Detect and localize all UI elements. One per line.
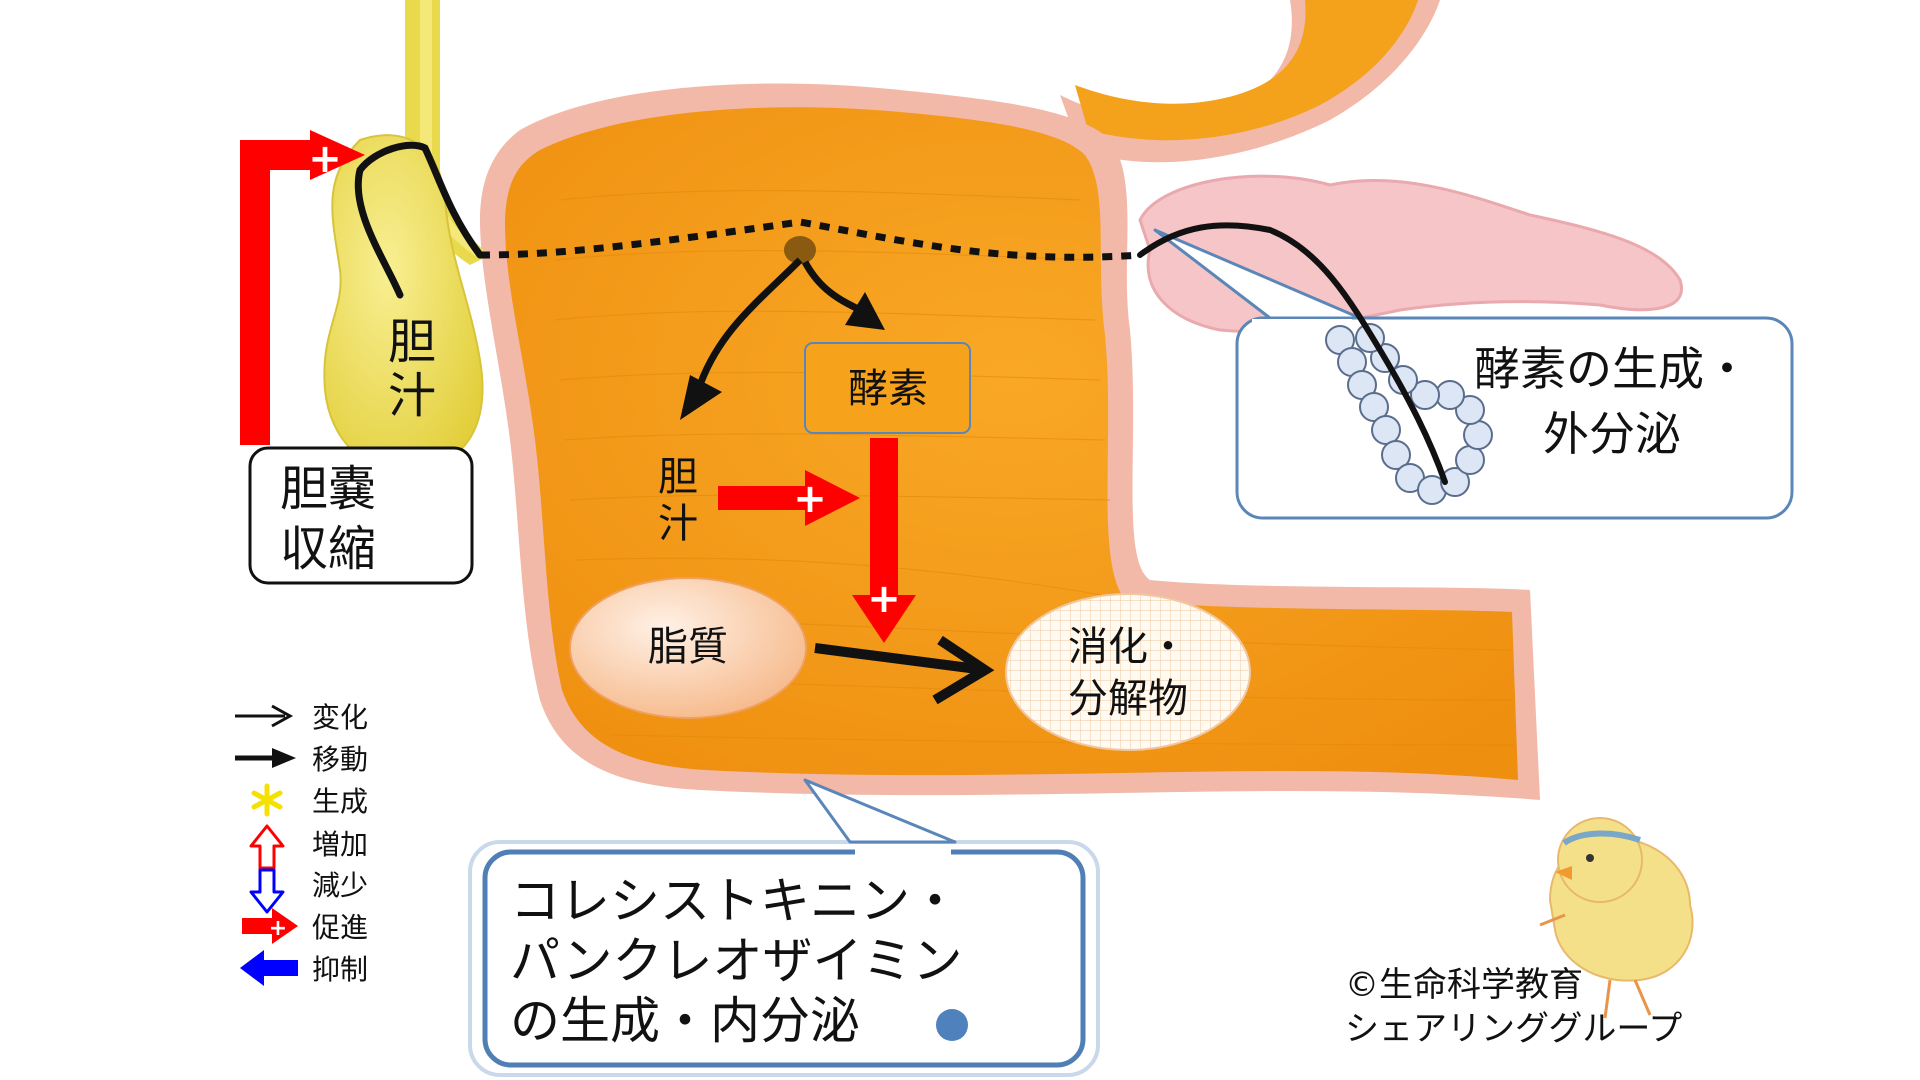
bile-duct-line bbox=[354, 141, 484, 299]
legend-item-generate: 生成 bbox=[251, 783, 368, 818]
up-arrow-icon bbox=[249, 824, 285, 870]
asterisk-icon bbox=[251, 783, 283, 817]
enzyme-secretion-callout bbox=[1153, 228, 1794, 520]
bile-promote-arrow: + bbox=[718, 470, 860, 526]
pancreas bbox=[1138, 174, 1683, 333]
gallbladder-contraction-label-2: 収縮 bbox=[280, 521, 376, 577]
chick-mascot bbox=[1539, 817, 1694, 1019]
enzyme-flow-arrow bbox=[801, 260, 885, 330]
hormone-label-1: コレシストキニン・ bbox=[510, 872, 960, 930]
products-node: 消化・ 分解物 bbox=[1005, 593, 1251, 751]
hormone-callout: コレシストキニン・ パンクレオザイミン の生成・内分泌 bbox=[468, 778, 1100, 1077]
legend-promote-label: 促進 bbox=[312, 911, 368, 944]
digestion-change-arrow bbox=[814, 635, 995, 705]
legend-item-move: 移動 bbox=[235, 743, 368, 776]
papilla bbox=[784, 236, 816, 264]
legend-move-label: 移動 bbox=[312, 743, 368, 776]
enzyme-promote-arrow: + bbox=[852, 438, 916, 643]
legend-generate-label: 生成 bbox=[312, 785, 368, 818]
products-label-1: 消化・ bbox=[1068, 624, 1188, 670]
enzyme-label: 酵素 bbox=[848, 366, 928, 412]
legend-item-decrease: 減少 bbox=[249, 868, 368, 914]
hormone-label-2: パンクレオザイミン bbox=[510, 932, 963, 990]
gallbladder-promote-arrow: + bbox=[240, 130, 365, 445]
acinus-cells bbox=[1325, 323, 1493, 505]
hormone-dot bbox=[936, 1009, 968, 1041]
copyright-line-2: シェアリンググループ bbox=[1345, 1009, 1682, 1049]
legend-item-inhibit: 抑制 bbox=[240, 950, 368, 986]
legend-item-increase: 増加 bbox=[249, 824, 368, 870]
bile-duodenum-label-2: 汁 bbox=[658, 501, 698, 547]
legend-item-promote: + 促進 bbox=[242, 908, 368, 944]
legend-inhibit-label: 抑制 bbox=[312, 953, 368, 986]
legend-decrease-label: 減少 bbox=[312, 869, 368, 902]
legend-item-change: 変化 bbox=[235, 701, 368, 734]
svg-text:+: + bbox=[793, 476, 827, 522]
legend-increase-label: 増加 bbox=[312, 828, 368, 861]
enzyme-secretion-label-1: 酵素の生成・ bbox=[1474, 342, 1750, 396]
pancreatic-duct-line bbox=[1137, 222, 1448, 485]
stomach bbox=[1060, 0, 1440, 163]
fat-node: 脂質 bbox=[569, 577, 807, 719]
copyright-line-1: ©生命科学教育 bbox=[1345, 965, 1583, 1005]
duct-dotted-line bbox=[479, 218, 1141, 261]
enzyme-box: 酵素 bbox=[804, 342, 971, 434]
bile-gallbladder-label-2: 汁 bbox=[388, 368, 436, 424]
gallbladder-contraction-box: 胆嚢 収縮 bbox=[248, 446, 474, 585]
hormone-label-3: の生成・内分泌 bbox=[510, 992, 860, 1050]
bile-duodenum-label-1: 胆 bbox=[658, 454, 698, 500]
enzyme-secretion-label-2: 外分泌 bbox=[1543, 407, 1681, 461]
fat-label: 脂質 bbox=[648, 624, 728, 670]
down-arrow-icon bbox=[249, 868, 285, 914]
products-label-2: 分解物 bbox=[1068, 676, 1188, 722]
legend-change-label: 変化 bbox=[312, 701, 368, 734]
gallbladder-contraction-label-1: 胆嚢 bbox=[280, 461, 376, 517]
legend: 変化 移動 生成 増加 減少 + 促進 bbox=[235, 701, 368, 986]
bile-flow-arrow bbox=[680, 257, 803, 420]
svg-text:+: + bbox=[867, 576, 901, 622]
bile-gallbladder-label-1: 胆 bbox=[388, 314, 436, 370]
svg-text:+: + bbox=[269, 916, 287, 941]
svg-text:+: + bbox=[308, 136, 342, 182]
